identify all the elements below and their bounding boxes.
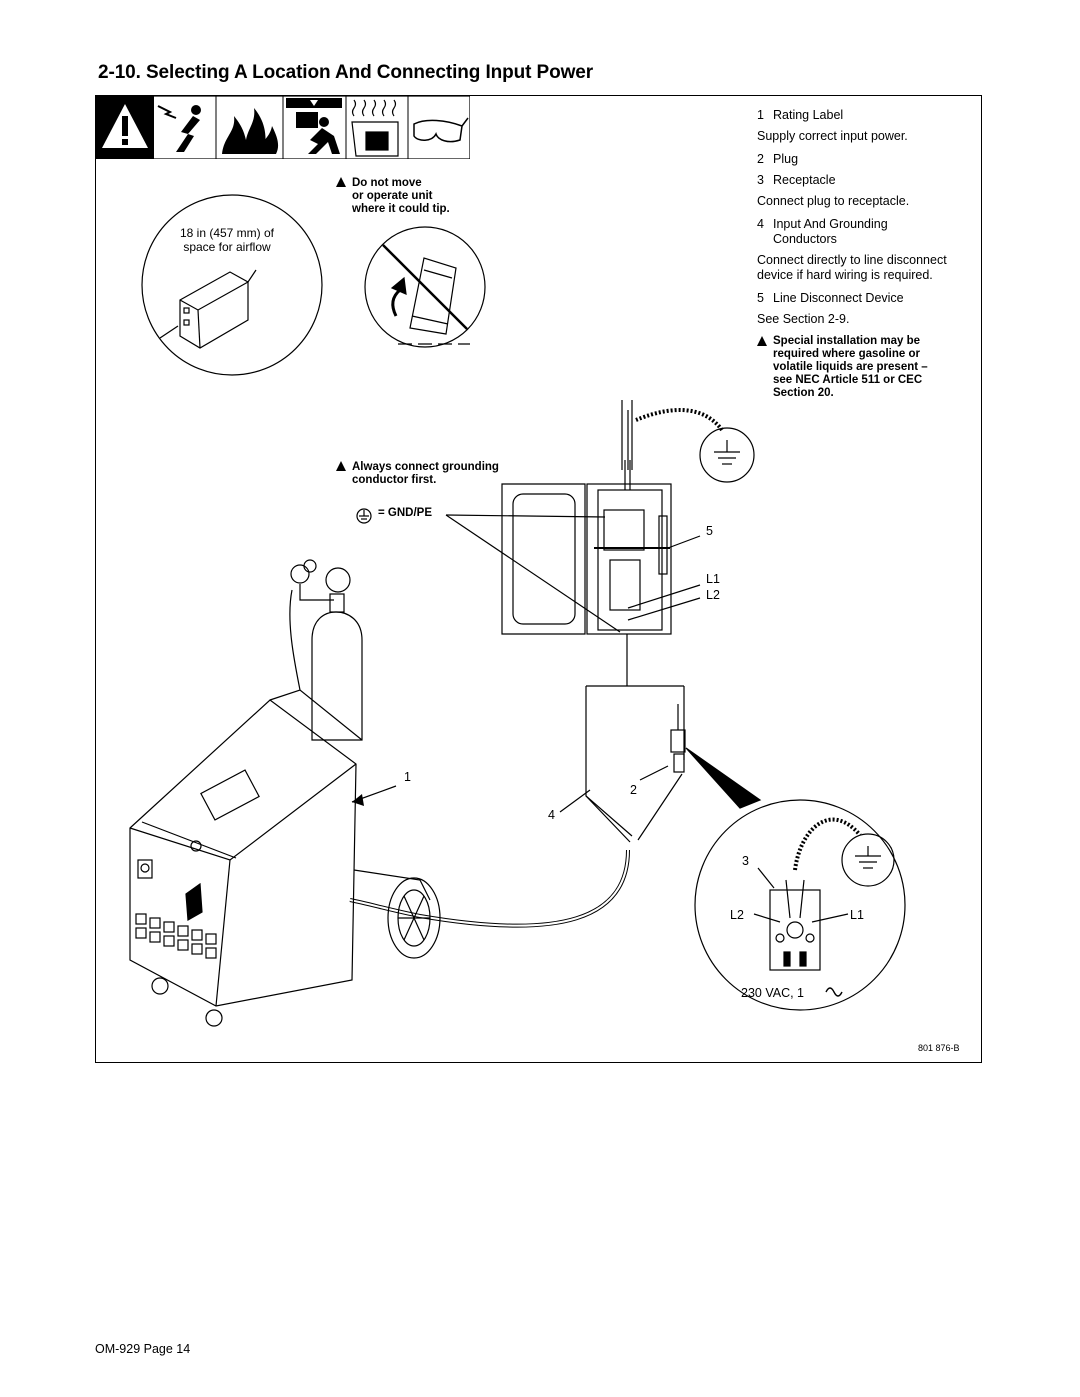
fire-icon bbox=[222, 108, 279, 154]
voltage-label: 230 VAC, 1 bbox=[741, 986, 805, 1000]
callout-3: 3 bbox=[742, 854, 749, 868]
callout-l1-bottom: L1 bbox=[850, 908, 864, 922]
legend-note: Supply correct input power. bbox=[757, 129, 908, 143]
hot-surface-icon bbox=[351, 99, 399, 157]
plug bbox=[670, 704, 686, 773]
airflow-note: 18 in (457 mm) of space for airflow bbox=[179, 226, 275, 254]
ground-symbol-icon bbox=[356, 508, 372, 524]
tip-hazard-diagram bbox=[364, 226, 486, 348]
gas-cylinder bbox=[289, 559, 363, 741]
airflow-diagram bbox=[141, 194, 323, 376]
page-footer: OM-929 Page 14 bbox=[95, 1342, 191, 1356]
callout-l1-top: L1 bbox=[706, 572, 720, 586]
callout-1: 1 bbox=[404, 770, 411, 784]
callout-l2-top: L2 bbox=[706, 588, 720, 602]
electric-shock-icon bbox=[157, 105, 201, 152]
safety-icon-strip bbox=[96, 96, 470, 159]
welder-unit bbox=[129, 689, 441, 1027]
callout-2: 2 bbox=[630, 783, 637, 797]
legend-note: See Section 2-9. bbox=[757, 312, 850, 326]
figure-id: 801 876-B bbox=[918, 1043, 960, 1053]
page-title: 2-10. Selecting A Location And Connectin… bbox=[98, 62, 594, 83]
receptacle-detail bbox=[694, 799, 906, 1011]
tip-warning: Do not move or operate unit where it cou… bbox=[336, 177, 450, 216]
figure-frame bbox=[95, 95, 982, 1063]
ground-warning: Always connect grounding conductor first… bbox=[336, 461, 499, 487]
safety-glasses-icon bbox=[413, 117, 469, 143]
callout-l2-bottom: L2 bbox=[730, 908, 744, 922]
line-disconnect-device bbox=[501, 400, 755, 680]
callout-5: 5 bbox=[706, 524, 713, 538]
gnd-pe-label: = GND/PE bbox=[378, 507, 433, 519]
special-installation-warning: Special installation may be required whe… bbox=[757, 335, 977, 400]
warning-triangle-icon bbox=[96, 96, 154, 159]
legend-note: Connect plug to receptacle. bbox=[757, 194, 910, 208]
callout-4: 4 bbox=[548, 808, 555, 822]
falling-equipment-icon bbox=[286, 98, 342, 154]
